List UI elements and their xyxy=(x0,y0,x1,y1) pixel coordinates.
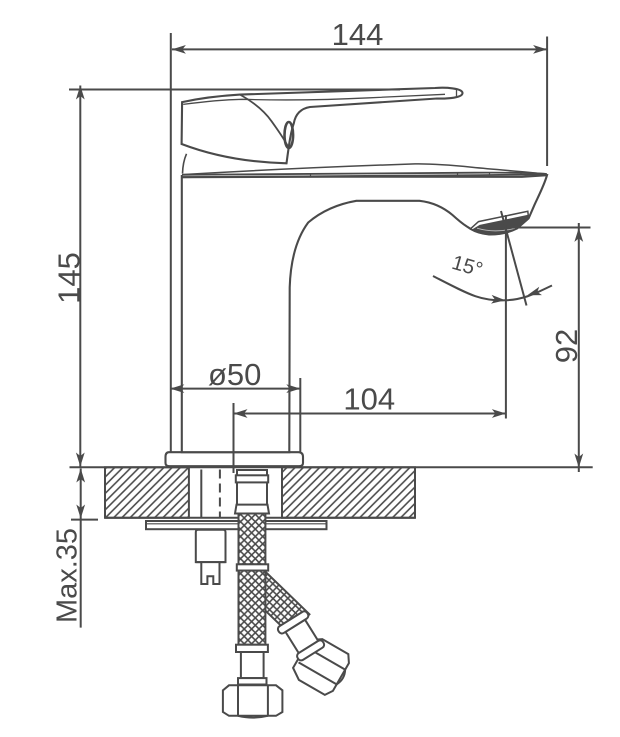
svg-text:Max.35: Max.35 xyxy=(52,528,84,623)
svg-text:144: 144 xyxy=(332,17,384,52)
svg-text:145: 145 xyxy=(52,252,87,304)
svg-text:104: 104 xyxy=(343,382,395,417)
svg-text:92: 92 xyxy=(549,329,584,363)
svg-text:ø50: ø50 xyxy=(208,357,261,392)
